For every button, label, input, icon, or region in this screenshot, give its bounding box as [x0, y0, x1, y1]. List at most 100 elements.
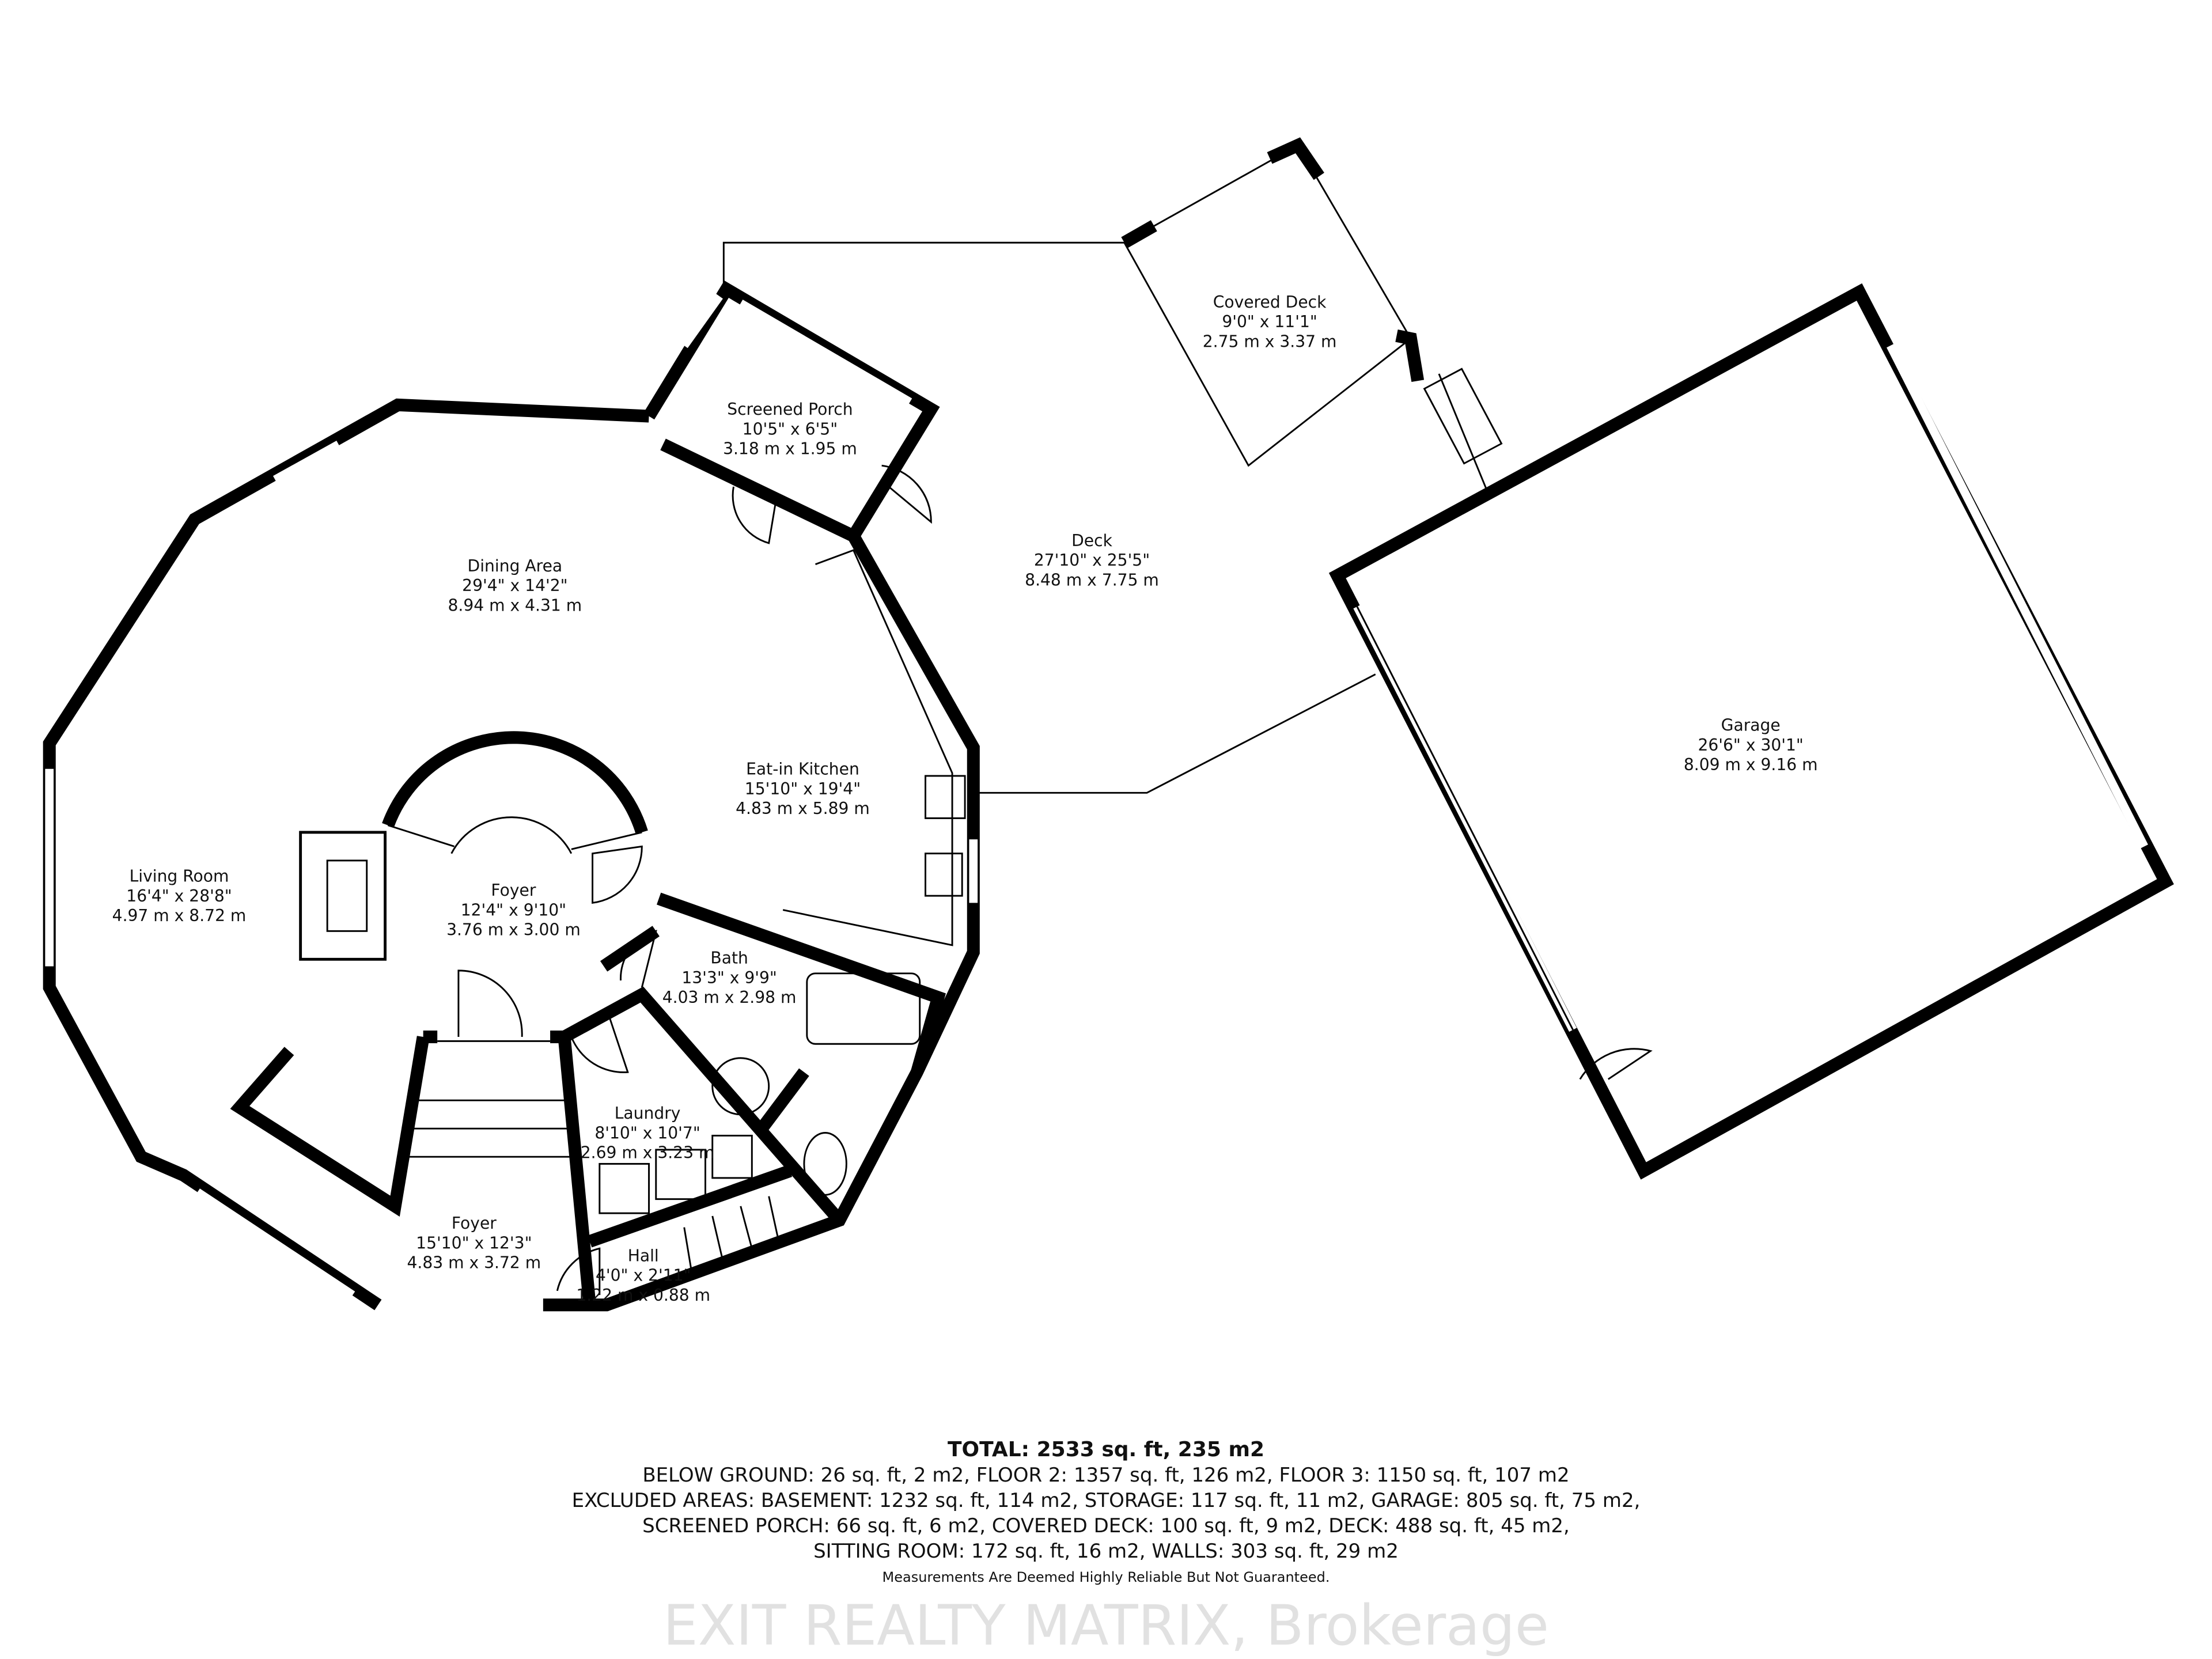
foyer-wall	[230, 1036, 430, 1217]
spiral-stair-inner	[450, 816, 573, 854]
svg-text:2.75 m x 3.37 m: 2.75 m x 3.37 m	[1203, 332, 1337, 351]
svg-text:8'10" x 10'7": 8'10" x 10'7"	[594, 1123, 700, 1142]
laundry-hall-wall	[558, 1036, 596, 1306]
hall-stair	[683, 1196, 780, 1270]
stove	[925, 775, 966, 819]
bath-inner-wall	[756, 1068, 809, 1132]
svg-text:Living Room: Living Room	[130, 867, 229, 886]
stair-door[interactable]	[592, 845, 643, 904]
house-outer-wall-right	[543, 438, 980, 1312]
svg-text:2.69 m x 3.23 m: 2.69 m x 3.23 m	[581, 1143, 715, 1162]
deck-outline	[722, 241, 1124, 290]
disclaimer: Measurements Are Deemed Highly Reliable …	[882, 1569, 1330, 1585]
svg-text:4.83 m x 5.89 m: 4.83 m x 5.89 m	[736, 799, 870, 818]
svg-text:29'4" x 14'2": 29'4" x 14'2"	[462, 576, 567, 595]
svg-text:1.22 m x 0.88 m: 1.22 m x 0.88 m	[576, 1286, 710, 1305]
room-label-living: Living Room 16'4" x 28'8" 4.97 m x 8.72 …	[112, 867, 247, 926]
fireplace	[299, 831, 387, 961]
svg-text:8.94 m x 4.31 m: 8.94 m x 4.31 m	[448, 596, 582, 615]
svg-text:4.83 m x 3.72 m: 4.83 m x 3.72 m	[407, 1253, 541, 1272]
svg-text:27'10" x 25'5": 27'10" x 25'5"	[1034, 551, 1150, 570]
svg-text:Deck: Deck	[1071, 531, 1112, 550]
svg-text:15'10" x 19'4": 15'10" x 19'4"	[745, 779, 861, 798]
laundry-bottom-wall	[588, 1165, 793, 1248]
svg-text:16'4" x 28'8": 16'4" x 28'8"	[126, 887, 232, 906]
excluded-areas-2: SCREENED PORCH: 66 sq. ft, 6 m2, COVERED…	[642, 1514, 1570, 1537]
bath-door[interactable]	[620, 930, 657, 988]
covered-deck-wall	[1267, 137, 1324, 180]
entry-door[interactable]	[556, 1247, 601, 1296]
svg-text:Eat-in Kitchen: Eat-in Kitchen	[746, 759, 859, 778]
svg-text:13'3" x 9'9": 13'3" x 9'9"	[681, 968, 777, 987]
foyer-window	[195, 1188, 355, 1299]
svg-text:8.09 m x 9.16 m: 8.09 m x 9.16 m	[1684, 755, 1818, 774]
porch-screen	[680, 294, 723, 349]
spiral-stair-edge	[388, 824, 642, 850]
garage-window	[1887, 343, 2149, 849]
porch-screen	[738, 300, 912, 406]
bath-sink	[711, 1057, 770, 1116]
svg-text:Dining Area: Dining Area	[468, 556, 563, 575]
washer	[599, 1162, 650, 1214]
svg-text:3.18 m x 1.95 m: 3.18 m x 1.95 m	[723, 440, 857, 459]
laundry-wall	[561, 986, 844, 1225]
excluded-areas-3: SITTING ROOM: 172 sq. ft, 16 m2, WALLS: …	[813, 1540, 1399, 1563]
svg-text:10'5" x 6'5": 10'5" x 6'5"	[743, 419, 838, 438]
spiral-stair-wall	[382, 731, 648, 835]
fireplace-hearth	[326, 859, 368, 932]
excluded-areas: EXCLUDED AREAS: BASEMENT: 1232 sq. ft, 1…	[571, 1489, 1641, 1512]
room-label-dining: Dining Area 29'4" x 14'2" 8.94 m x 4.31 …	[448, 556, 582, 615]
svg-text:Foyer: Foyer	[491, 881, 536, 900]
svg-text:4'0" x 2'11": 4'0" x 2'11"	[596, 1266, 691, 1285]
porch-inner-door[interactable]	[732, 486, 777, 544]
foyer-door[interactable]	[457, 969, 523, 1037]
svg-text:26'6" x 30'1": 26'6" x 30'1"	[1698, 736, 1803, 755]
room-label-garage: Garage 26'6" x 30'1" 8.09 m x 9.16 m	[1684, 716, 1818, 775]
bathtub	[806, 972, 921, 1045]
svg-text:9'0" x 11'1": 9'0" x 11'1"	[1222, 312, 1317, 331]
svg-text:Foyer: Foyer	[452, 1214, 497, 1233]
room-label-deck: Deck 27'10" x 25'5" 8.48 m x 7.75 m	[1025, 531, 1159, 590]
svg-text:Garage: Garage	[1721, 716, 1781, 735]
steps	[1423, 368, 1503, 465]
room-label-bath: Bath 13'3" x 9'9" 4.03 m x 2.98 m	[662, 949, 797, 1007]
covered-deck-wall	[1121, 220, 1157, 248]
laundry-door[interactable]	[570, 1008, 629, 1073]
bath-wall	[657, 892, 946, 1074]
svg-text:3.76 m x 3.00 m: 3.76 m x 3.00 m	[446, 921, 581, 940]
dining-window	[272, 441, 341, 484]
svg-text:Bath: Bath	[710, 949, 748, 968]
svg-text:Covered Deck: Covered Deck	[1213, 293, 1327, 312]
svg-text:Hall: Hall	[628, 1246, 659, 1265]
porch-door[interactable]	[881, 464, 932, 524]
svg-text:15'10" x 12'3": 15'10" x 12'3"	[416, 1233, 532, 1252]
screened-porch-wall	[643, 281, 940, 540]
svg-text:12'4" x 9'10": 12'4" x 9'10"	[461, 900, 566, 919]
svg-text:4.97 m x 8.72 m: 4.97 m x 8.72 m	[112, 906, 247, 925]
total-area: TOTAL: 2533 sq. ft, 235 m2	[947, 1438, 1265, 1461]
room-label-hall: Hall 4'0" x 2'11" 1.22 m x 0.88 m	[576, 1246, 710, 1305]
kitchen-counter	[782, 549, 953, 946]
room-label-foyer-lower: Foyer 15'10" x 12'3" 4.83 m x 3.72 m	[407, 1214, 541, 1272]
svg-text:Screened Porch: Screened Porch	[727, 400, 853, 419]
deck-outline-bottom	[973, 673, 1376, 794]
room-label-laundry: Laundry 8'10" x 10'7" 2.69 m x 3.23 m	[581, 1104, 715, 1162]
room-label-covered-deck: Covered Deck 9'0" x 11'1" 2.75 m x 3.37 …	[1203, 293, 1337, 351]
room-label-foyer-upper: Foyer 12'4" x 9'10" 3.76 m x 3.00 m	[446, 881, 581, 940]
svg-text:8.48 m x 7.75 m: 8.48 m x 7.75 m	[1025, 570, 1159, 589]
svg-text:Laundry: Laundry	[615, 1104, 681, 1123]
floor-areas: BELOW GROUND: 26 sq. ft, 2 m2, FLOOR 2: …	[642, 1464, 1570, 1487]
garage-door-line	[1356, 606, 1574, 1031]
straight-stair	[409, 1099, 579, 1158]
room-label-kitchen: Eat-in Kitchen 15'10" x 19'4" 4.83 m x 5…	[736, 759, 870, 818]
covered-deck-wall	[1395, 329, 1425, 382]
toilet	[803, 1132, 847, 1196]
room-label-screened-porch: Screened Porch 10'5" x 6'5" 3.18 m x 1.9…	[723, 400, 857, 459]
garage-side-door[interactable]	[1579, 1048, 1653, 1080]
laundry-sink	[711, 1134, 753, 1179]
deck-outline-right	[1438, 373, 1490, 494]
area-summary: TOTAL: 2533 sq. ft, 235 m2 BELOW GROUND:…	[0, 1437, 2212, 1586]
dryer	[655, 1149, 706, 1200]
svg-text:4.03 m x 2.98 m: 4.03 m x 2.98 m	[662, 988, 797, 1007]
